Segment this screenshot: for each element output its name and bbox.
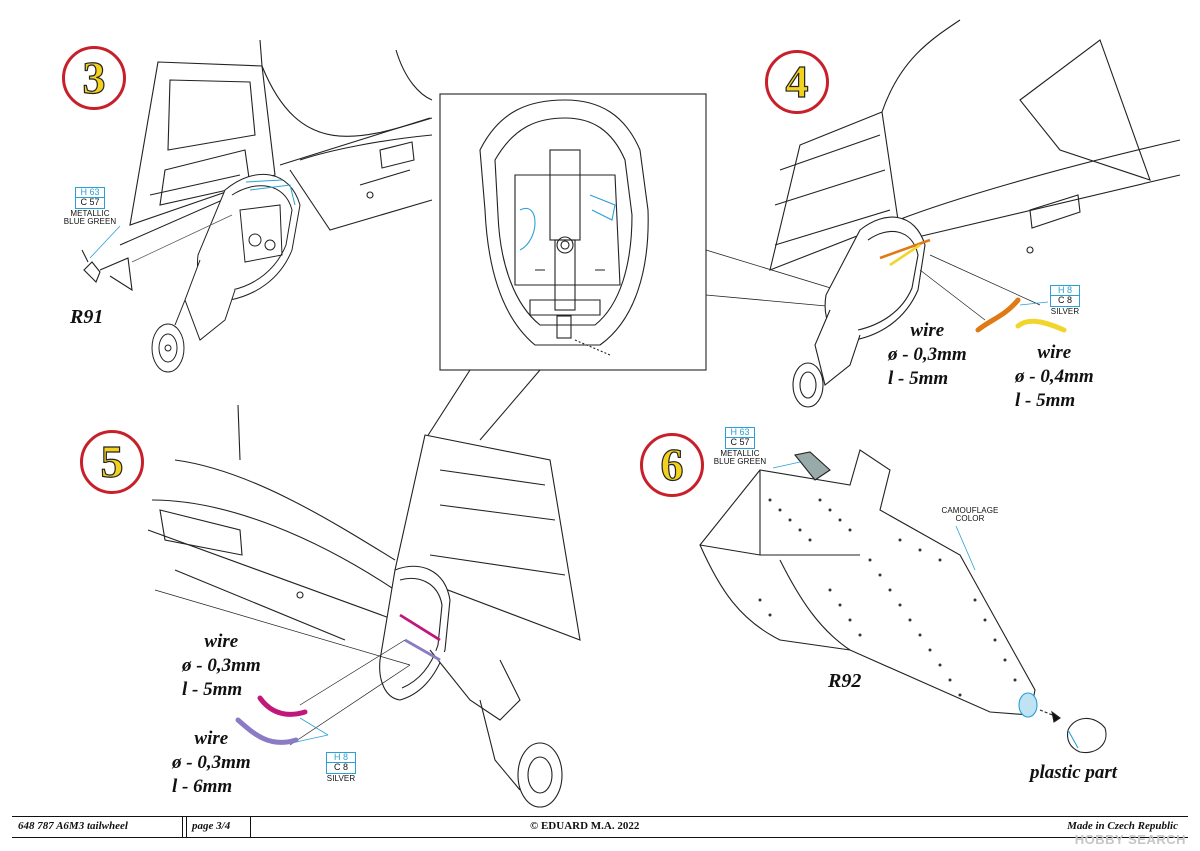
- paint-c-code: C 57: [75, 198, 105, 209]
- footer-product-code: 648 787 A6M3 tailwheel: [18, 820, 128, 832]
- wire-diameter: ø - 0,3mm: [172, 752, 251, 773]
- wire-label: wire: [194, 728, 229, 749]
- paint-name-line1: METALLIC: [720, 448, 760, 458]
- part-label-r92: R92: [828, 670, 862, 692]
- part-label-r91: R91: [70, 306, 104, 328]
- paint-name-line1: METALLIC: [70, 208, 110, 218]
- step6-paint-callout: H 63 C 57 METALLIC BLUE GREEN: [700, 427, 780, 467]
- step3-paint-callout: H 63 C 57 METALLIC BLUE GREEN: [50, 187, 130, 227]
- step-3-number: 3: [62, 46, 126, 110]
- step4-yellow-wire: [1015, 318, 1067, 333]
- step4-orange-wire-spec: wire ø - 0,3mm l - 5mm: [888, 319, 967, 391]
- footer-page: page 3/4: [192, 820, 231, 832]
- detail-inset: [424, 93, 871, 441]
- camouflage-color-note: CAMOUFLAGE COLOR: [930, 506, 1010, 524]
- plastic-part-label: plastic part: [1030, 762, 1118, 783]
- step4-orange-wire: [975, 297, 1021, 333]
- wire-length: l - 5mm: [1015, 390, 1076, 411]
- paint-h-code: H 8: [326, 752, 356, 764]
- step6-part-r92: [699, 449, 1107, 754]
- paint-h-code: H 63: [725, 427, 755, 439]
- step5-purple-wire-spec: wire ø - 0,3mm l - 6mm: [172, 727, 251, 799]
- step5-magenta-wire-spec: wire ø - 0,3mm l - 5mm: [182, 630, 261, 702]
- step-6-number: 6: [640, 433, 704, 497]
- paint-h-code: H 8: [1050, 285, 1080, 297]
- paint-name: SILVER: [1050, 306, 1080, 316]
- paint-name: SILVER: [326, 773, 356, 783]
- paint-c-code: C 57: [725, 438, 755, 449]
- wire-diameter: ø - 0,3mm: [182, 655, 261, 676]
- step5-magenta-wire: [257, 695, 308, 717]
- step4-yellow-wire-spec: wire ø - 0,4mm l - 5mm: [1015, 341, 1094, 413]
- watermark-logo: HOBBY SEARCH: [1074, 832, 1186, 847]
- camo-line1: CAMOUFLAGE: [941, 506, 999, 515]
- paint-h-code: H 63: [75, 187, 105, 199]
- footer-made-in: Made in Czech Republic: [1067, 820, 1178, 832]
- wire-label: wire: [204, 631, 239, 652]
- paint-name-line2: BLUE GREEN: [713, 457, 767, 467]
- footer-copyright: © EDUARD M.A. 2022: [530, 820, 640, 832]
- paint-c-code: C 8: [326, 763, 356, 774]
- paint-name-line2: BLUE GREEN: [63, 217, 117, 227]
- wire-length: l - 5mm: [182, 679, 243, 700]
- step-4-number: 4: [765, 50, 829, 114]
- step5-purple-wire: [235, 717, 299, 745]
- step4-paint-callout: H 8 C 8 SILVER: [1040, 285, 1090, 316]
- step4-fuselage-drawing: [769, 19, 1181, 408]
- paint-c-code: C 8: [1050, 296, 1080, 307]
- wire-length: l - 6mm: [172, 776, 233, 797]
- wire-label: wire: [1037, 342, 1072, 363]
- wire-diameter: ø - 0,4mm: [1015, 366, 1094, 387]
- wire-diameter: ø - 0,3mm: [888, 344, 967, 365]
- footer-divider: [182, 817, 183, 837]
- step3-part-r91: [81, 214, 233, 292]
- footer-divider: [186, 817, 187, 837]
- footer-divider: [250, 817, 251, 837]
- camo-line2: COLOR: [955, 514, 985, 524]
- wire-label: wire: [910, 320, 945, 341]
- step5-paint-callout: H 8 C 8 SILVER: [316, 752, 366, 783]
- step-5-number: 5: [80, 430, 144, 494]
- step3-tailwheel-bay: [151, 174, 301, 373]
- wire-length: l - 5mm: [888, 368, 949, 389]
- step5-fuselage-drawing: [147, 404, 581, 808]
- sheet-footer: 648 787 A6M3 tailwheel page 3/4 © EDUARD…: [12, 816, 1188, 838]
